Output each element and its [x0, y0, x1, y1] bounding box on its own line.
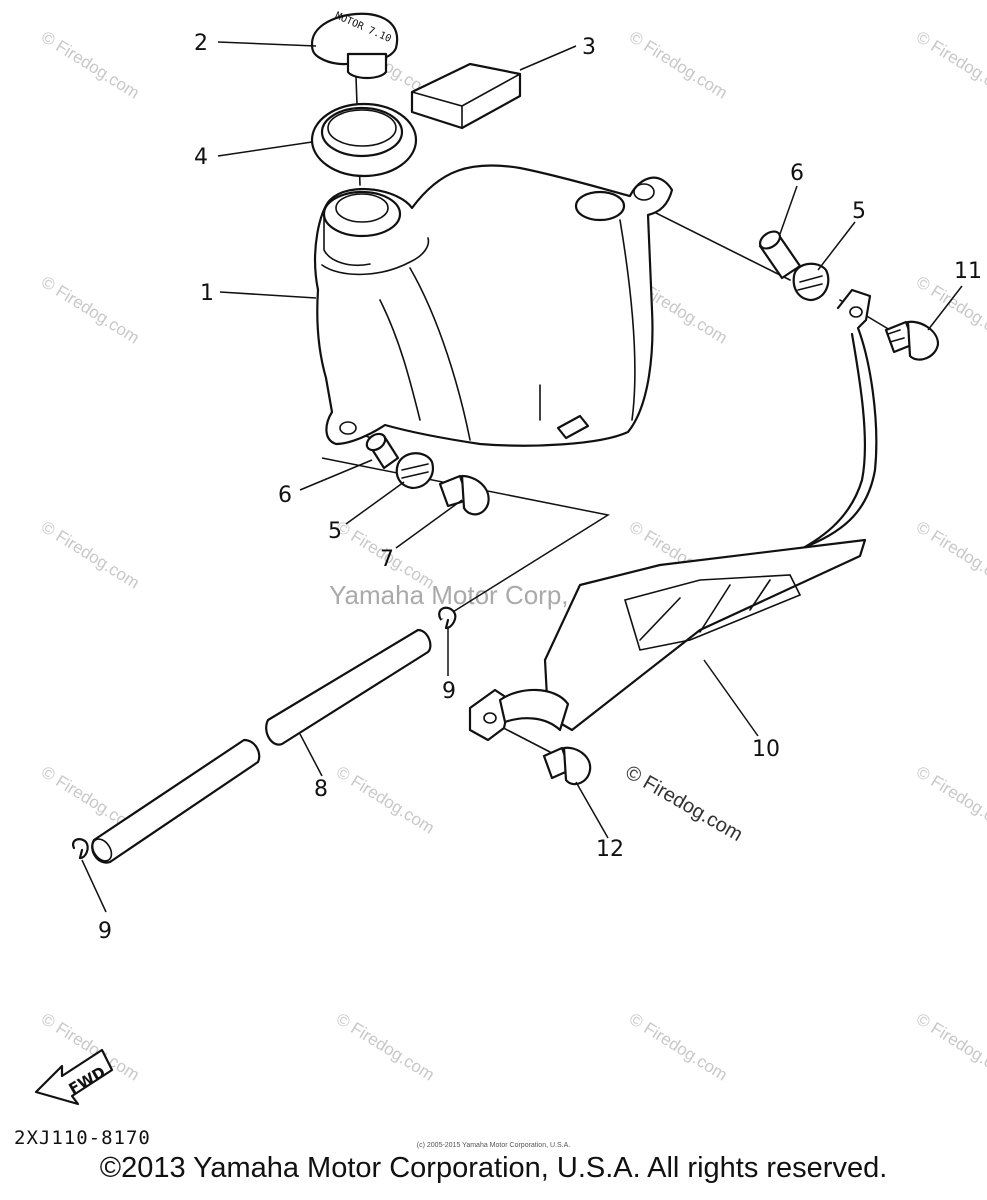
- callout-tank: 1: [200, 281, 214, 306]
- watermark: © Firedog.com: [626, 27, 731, 102]
- filler-cap: MOTOR 7.10: [310, 10, 399, 80]
- collar-left: [365, 432, 400, 470]
- filler-seal: [310, 102, 418, 178]
- callout-bolt-left: 7: [380, 547, 394, 572]
- callout-cap: 2: [194, 31, 208, 56]
- callout-pad: 3: [582, 35, 596, 60]
- watermark: © Firedog.com: [913, 27, 987, 102]
- callout-hose: 8: [314, 777, 328, 802]
- small-copyright: (c) 2005-2015 Yamaha Motor Corporation, …: [416, 1142, 571, 1149]
- watermark: © Firedog.com: [38, 517, 143, 592]
- bolt-bottom: [542, 746, 592, 786]
- watermark: © Firedog.com: [913, 517, 987, 592]
- cushion-pad: [410, 62, 522, 130]
- forward-arrow-icon: FWD: [34, 1048, 114, 1106]
- callout-seal: 4: [194, 145, 208, 170]
- watermark: © Firedog.com: [913, 1009, 987, 1084]
- clip-upper: [438, 606, 457, 630]
- bolt-top: [884, 320, 940, 361]
- callout-clip-lower: 9: [98, 919, 112, 944]
- callout-collar-left: 6: [278, 483, 292, 508]
- clip-lower: [72, 838, 89, 860]
- watermark: © Firedog.com: [333, 1009, 438, 1084]
- damper-top: [792, 262, 830, 302]
- callout-damper-top: 5: [852, 199, 866, 224]
- watermark: © Firedog.com: [626, 1009, 731, 1084]
- watermark: © Firedog.com: [38, 27, 143, 102]
- callout-bolt-top: 11: [954, 259, 982, 284]
- callout-clip-upper: 9: [442, 679, 456, 704]
- collar-top: [758, 230, 802, 280]
- firedog-mark: © Firedog.com: [622, 761, 747, 846]
- copyright-caption: ©2013 Yamaha Motor Corporation, U.S.A. A…: [99, 1152, 888, 1184]
- fuel-tank: [314, 164, 674, 447]
- callout-damper-left: 5: [328, 519, 342, 544]
- tank-bracket: [468, 288, 878, 742]
- fuel-hose: [91, 628, 432, 864]
- callouts: 1 2 3 4 6 5 11 6 5 7 9 8 10 12 9: [98, 31, 982, 944]
- diagram-code: 2XJ110-8170: [14, 1127, 151, 1149]
- callout-collar-top: 6: [790, 161, 804, 186]
- damper-left: [395, 452, 434, 490]
- watermark: © Firedog.com: [38, 272, 143, 347]
- watermark: © Firedog.com: [333, 762, 438, 837]
- watermark: © Firedog.com: [913, 762, 987, 837]
- callout-bolt-bottom: 12: [596, 837, 624, 862]
- bolt-left: [438, 474, 490, 516]
- leader-lines: [81, 41, 963, 913]
- callout-bracket: 10: [752, 737, 780, 762]
